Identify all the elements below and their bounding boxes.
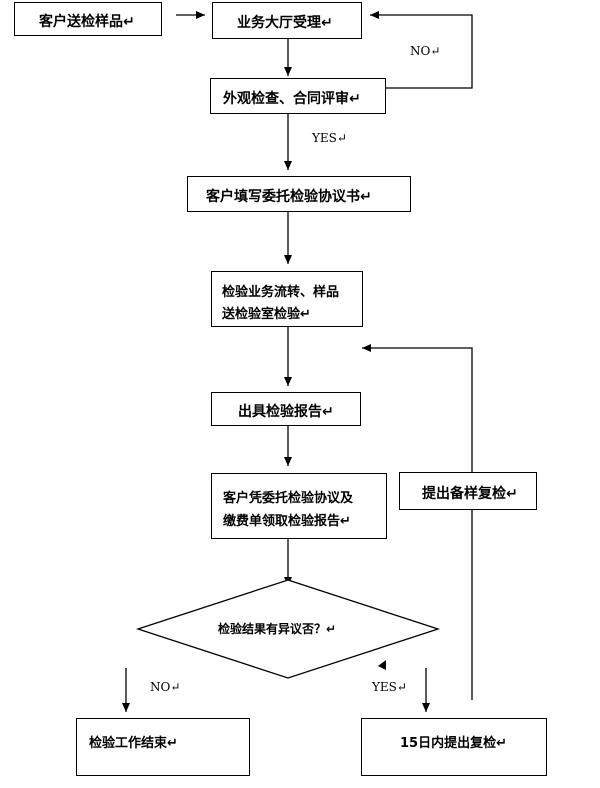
node-transfer-label-line1: 检验业务流转、样品 bbox=[222, 285, 340, 300]
node-end-label: 检验工作结束↵ bbox=[89, 736, 178, 751]
node-end: 检验工作结束↵ bbox=[76, 718, 250, 776]
node-fill-agreement-label: 客户填写委托检验协议书↵ bbox=[206, 189, 372, 205]
edge-label-review-no: NO↵ bbox=[410, 44, 441, 58]
node-appearance-check: 外观检查、合同评审↵ bbox=[210, 78, 386, 114]
node-backup-recheck-label: 提出备样复检↵ bbox=[422, 486, 518, 502]
decision-label: 检验结果有异议否？↵ bbox=[218, 622, 337, 636]
node-collect-report-label-line1: 客户凭委托检验协议及 bbox=[223, 491, 354, 506]
node-transfer: 检验业务流转、样品 送检验室检验↵ bbox=[211, 271, 363, 327]
node-sample-delivery-label: 客户送检样品↵ bbox=[39, 14, 135, 30]
arrow-recheck-loop bbox=[362, 344, 473, 700]
node-collect-report: 客户凭委托检验协议及 缴费单领取检验报告↵ bbox=[211, 473, 387, 539]
node-appearance-check-label: 外观检查、合同评审↵ bbox=[223, 91, 361, 107]
node-fill-agreement: 客户填写委托检验协议书↵ bbox=[187, 176, 411, 212]
node-hall-acceptance-label: 业务大厅受理↵ bbox=[237, 15, 333, 31]
decision-diamond bbox=[135, 579, 441, 679]
edge-label-decision-no: NO↵ bbox=[150, 680, 181, 694]
node-backup-recheck: 提出备样复检↵ bbox=[399, 472, 537, 510]
edge-label-review-yes: YES↵ bbox=[312, 131, 347, 145]
node-transfer-label-line2: 送检验室检验↵ bbox=[222, 307, 311, 322]
arrow-check-no-loop bbox=[370, 11, 473, 89]
edge-label-decision-yes: YES↵ bbox=[372, 680, 407, 694]
node-sample-delivery: 客户送检样品↵ bbox=[14, 2, 162, 36]
node-recheck-15days-label: 15日内提出复检↵ bbox=[400, 736, 507, 751]
node-collect-report-label-line2: 缴费单领取检验报告↵ bbox=[223, 514, 351, 529]
node-issue-report: 出具检验报告↵ bbox=[211, 392, 361, 426]
node-issue-report-label: 出具检验报告↵ bbox=[238, 404, 334, 420]
node-recheck-15days: 15日内提出复检↵ bbox=[361, 718, 547, 776]
yes-pointer-mark bbox=[378, 660, 386, 670]
node-hall-acceptance: 业务大厅受理↵ bbox=[212, 2, 362, 39]
